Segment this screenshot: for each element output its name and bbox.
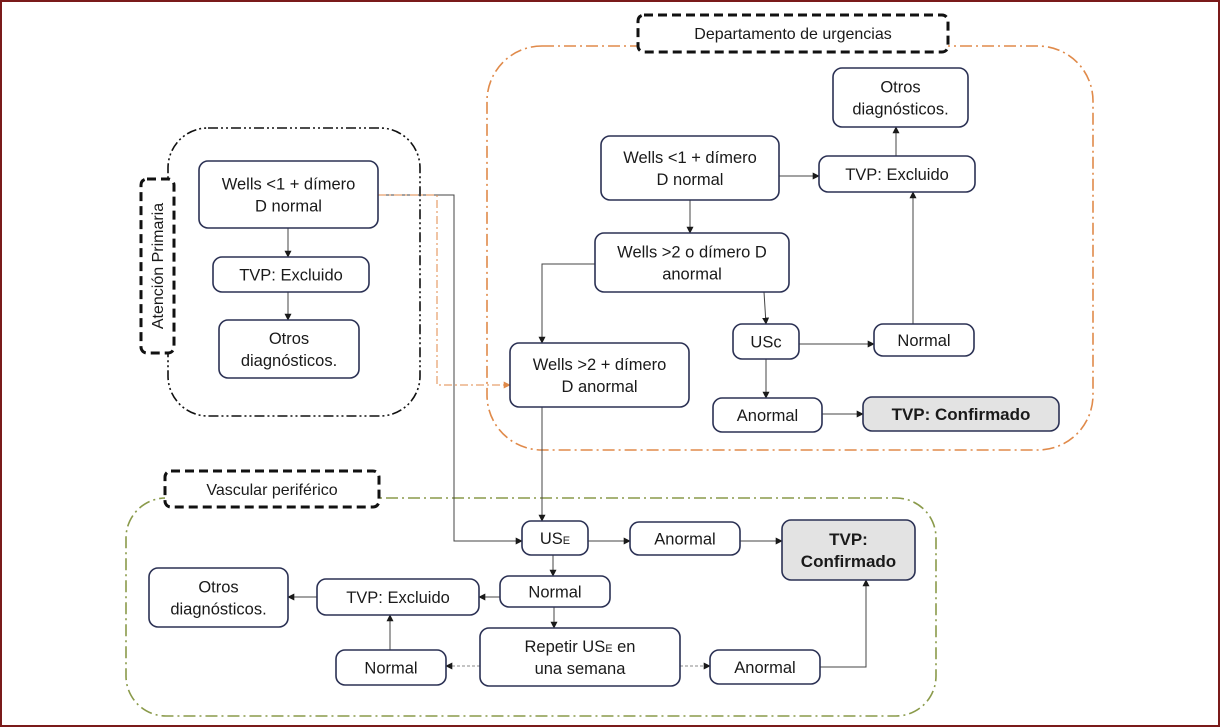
node-urg-usc: USc	[732, 323, 800, 360]
node-label: diagnósticos.	[852, 101, 948, 119]
node-label: diagnósticos.	[170, 601, 266, 619]
node-box	[594, 232, 790, 293]
node-box	[781, 519, 916, 581]
node-box	[629, 521, 741, 556]
node-urg-anormal: Anormal	[712, 397, 823, 433]
node-box	[335, 649, 447, 686]
node-label: diagnósticos.	[241, 352, 337, 370]
node-box	[600, 135, 780, 201]
node-label: anormal	[662, 266, 722, 284]
node-label: Wells <1 + dímero	[222, 176, 356, 194]
node-label: D anormal	[561, 378, 637, 396]
region-label-text: Atención Primaria	[150, 203, 167, 329]
node-v-otros: Otros diagnósticos.	[148, 567, 289, 628]
node-label: Otros	[880, 79, 920, 97]
node-box	[832, 67, 969, 128]
node-label: Anormal	[737, 407, 798, 425]
node-ap-otros: Otros diagnósticos.	[218, 319, 360, 379]
edge-urg_wells2o-to-urg_wells2y	[538, 263, 595, 344]
node-v-anormal2: Anormal	[709, 649, 821, 685]
node-box	[818, 155, 976, 193]
node-label: TVP:	[829, 530, 868, 549]
node-label: una semana	[535, 660, 627, 678]
edge-urg_wells2o-to-urg_usc	[762, 291, 770, 325]
node-box	[212, 256, 370, 293]
edges-layer	[284, 126, 917, 670]
node-urg-excl: TVP: Excluido	[818, 155, 976, 193]
node-v-anormal1: Anormal	[629, 521, 741, 556]
node-label: Wells >2 o dímero D	[617, 244, 767, 262]
region-label-text: Departamento de urgencias	[694, 26, 891, 43]
node-urg-conf: TVP: Confirmado	[862, 396, 1060, 432]
node-box	[709, 649, 821, 685]
node-box	[499, 575, 611, 608]
edge-v_anormal2-to-v_conf	[820, 579, 870, 668]
region-vascular	[125, 497, 937, 717]
node-label: TVP: Confirmado	[892, 405, 1031, 424]
node-label: Otros	[269, 330, 309, 348]
node-box	[732, 323, 800, 360]
node-label: Otros	[198, 579, 238, 597]
node-label: Anormal	[654, 531, 715, 549]
node-label: TVP: Excluido	[239, 267, 343, 285]
node-ap-wells: Wells <1 + dímero D normal	[198, 160, 379, 229]
node-label: Confirmado	[801, 552, 896, 571]
node-v-conf: TVP: Confirmado	[781, 519, 916, 581]
node-urg-wells1: Wells <1 + dímero D normal	[600, 135, 780, 201]
node-label: Normal	[528, 584, 581, 602]
region-label-atencion-primaria: Atención Primaria	[139, 177, 176, 355]
node-label: USc	[750, 334, 781, 352]
node-box	[521, 520, 589, 556]
node-v-normal2: Normal	[335, 649, 447, 686]
region-label-urgencias: Departamento de urgencias	[636, 13, 950, 54]
node-label: TVP: Excluido	[845, 166, 949, 184]
node-ap-excl: TVP: Excluido	[212, 256, 370, 293]
node-label: Normal	[364, 660, 417, 678]
node-urg-otros: Otros diagnósticos.	[832, 67, 969, 128]
node-label: USE	[540, 530, 570, 548]
node-label: Anormal	[734, 659, 795, 677]
node-box	[479, 627, 681, 687]
node-box	[873, 323, 975, 357]
node-label: Wells >2 + dímero	[533, 356, 667, 374]
region-label-text: Vascular periférico	[206, 482, 337, 499]
node-v-excl: TVP: Excluido	[316, 578, 480, 616]
node-label: D normal	[255, 198, 322, 216]
node-label: Repetir USE en	[525, 638, 636, 656]
node-label: Normal	[897, 332, 950, 350]
node-box	[316, 578, 480, 616]
node-box	[148, 567, 289, 628]
node-label: Wells <1 + dímero	[623, 149, 757, 167]
node-box	[218, 319, 360, 379]
node-urg-wells2o: Wells >2 o dímero D anormal	[594, 232, 790, 293]
node-box	[862, 396, 1060, 432]
node-v-normal1: Normal	[499, 575, 611, 608]
node-box	[198, 160, 379, 229]
node-v-use: USE	[521, 520, 589, 556]
node-urg-normal: Normal	[873, 323, 975, 357]
edge-ap_wells-to-v_use	[378, 194, 523, 545]
edge-ap_wells-to-urg_wells2y	[378, 194, 511, 389]
node-label: TVP: Excluido	[346, 589, 450, 607]
node-box	[712, 397, 823, 433]
node-v-repetir: Repetir USE en una semana	[479, 627, 681, 687]
node-urg-wells2y: Wells >2 + dímero D anormal	[509, 342, 690, 408]
node-label: D normal	[657, 171, 724, 189]
node-box	[509, 342, 690, 408]
region-label-vascular: Vascular periférico	[163, 469, 381, 509]
